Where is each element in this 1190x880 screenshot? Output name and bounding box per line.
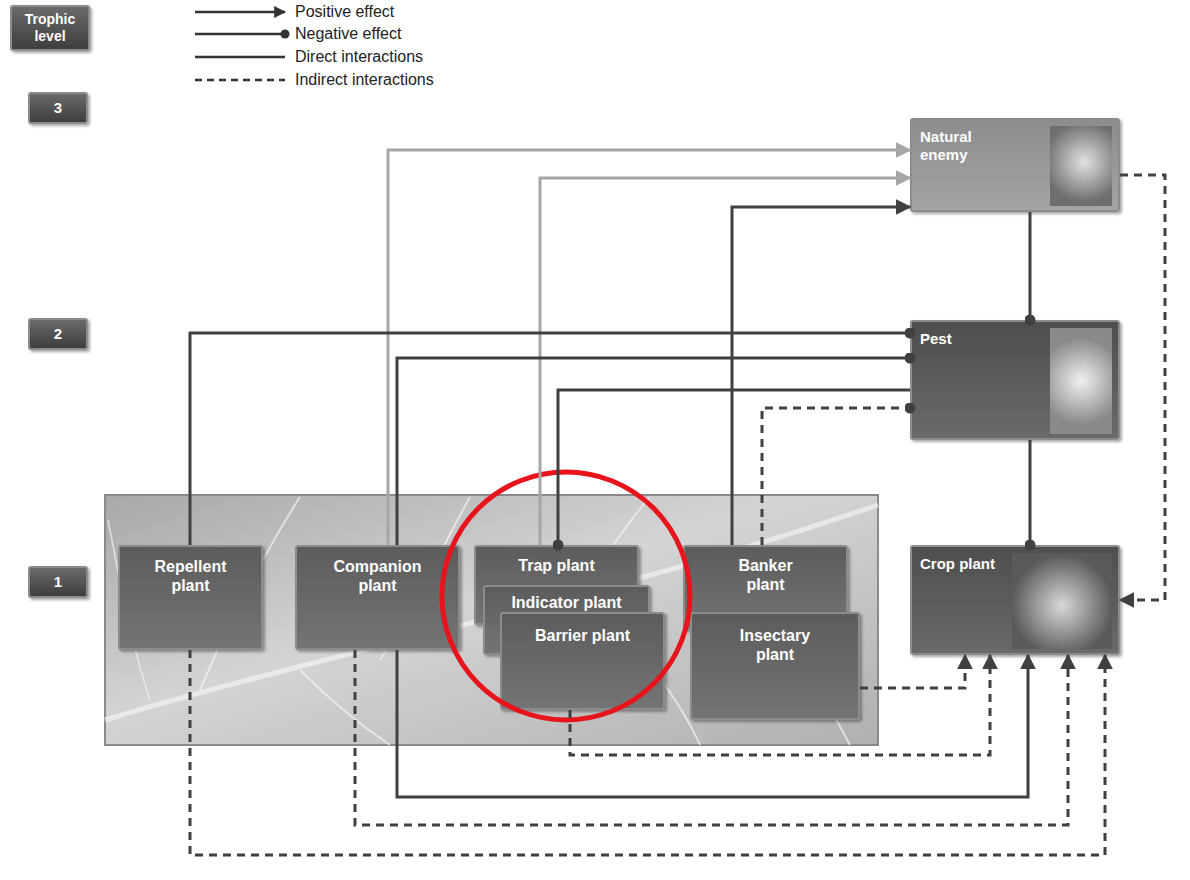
interaction-connector	[1029, 440, 1032, 545]
legend-label: Direct interactions	[295, 47, 423, 67]
interaction-connector	[540, 178, 910, 545]
trophic-number: 2	[28, 318, 88, 350]
legend-samples	[195, 12, 290, 80]
node-label: Natural enemy	[920, 128, 1000, 164]
node-label: Trap plant	[485, 556, 628, 575]
node-label: Pest	[920, 330, 1110, 348]
interaction-connector	[1029, 212, 1032, 320]
legend-label: Indirect interactions	[295, 70, 434, 90]
plant-box: Barrier plant	[500, 612, 665, 710]
crop-plant-box: Crop plant	[910, 545, 1120, 655]
trophic-number: 3	[28, 92, 88, 124]
leaf-panel	[105, 495, 878, 745]
pest-box: Pest	[910, 320, 1120, 440]
interaction-connector	[558, 390, 910, 545]
leaf-veins	[105, 497, 878, 745]
interaction-connector	[732, 207, 910, 545]
legend-label: Negative effect	[295, 24, 401, 44]
node-label: Indicator plant	[491, 593, 642, 612]
natural-enemy-box: Natural enemy	[910, 118, 1120, 212]
node-label: Companion plant	[328, 557, 428, 595]
node-label: 2	[35, 325, 81, 343]
interaction-connector	[190, 333, 910, 545]
plant-box: Companion plant	[295, 545, 460, 650]
node-label: Crop plant	[920, 555, 1110, 573]
plant-box: Repellent plant	[118, 545, 263, 650]
plant-box: Insectary plant	[690, 612, 860, 720]
node-label: Barrier plant	[514, 626, 651, 645]
node-label: 3	[35, 99, 81, 117]
interaction-connector	[388, 150, 910, 545]
interaction-connector	[860, 655, 965, 688]
trophic-header: Trophic level	[10, 5, 90, 51]
interaction-connector	[397, 358, 910, 545]
node-label: Insectary plant	[725, 626, 825, 664]
node-label: Trophic level	[16, 11, 84, 45]
node-label: Banker plant	[726, 556, 806, 594]
highlight-circle	[442, 472, 690, 720]
interaction-connector	[1120, 175, 1165, 600]
legend-label: Positive effect	[295, 2, 394, 22]
node-label: 1	[35, 573, 81, 591]
interaction-connector	[762, 408, 910, 545]
node-label: Repellent plant	[136, 557, 246, 595]
trophic-number: 1	[28, 566, 88, 598]
